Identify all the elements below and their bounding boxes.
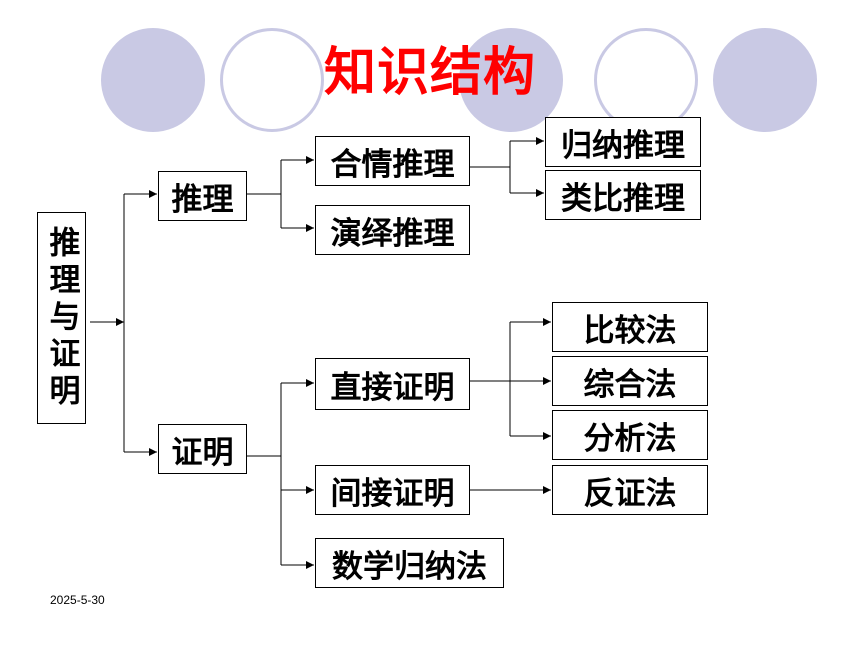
decor-circle-4: [594, 28, 698, 132]
slide-date: 2025-5-30: [50, 593, 105, 607]
node-proof: 证明: [158, 424, 247, 474]
root-node: 推理与证明: [37, 212, 86, 424]
root-node-label: 推理与证明: [43, 225, 80, 411]
node-synthesis-method: 综合法: [552, 356, 708, 406]
node-inductive-reasoning: 归纳推理: [545, 117, 701, 167]
node-direct-proof: 直接证明: [315, 358, 470, 410]
node-indirect-proof: 间接证明: [315, 465, 470, 515]
page-title: 知识结构: [323, 43, 536, 103]
decor-circle-3: [459, 28, 563, 132]
decor-circle-1: [101, 28, 205, 132]
node-contradiction-method: 反证法: [552, 465, 708, 515]
node-comparison-method: 比较法: [552, 302, 708, 352]
decor-circle-5: [713, 28, 817, 132]
node-analysis-method: 分析法: [552, 410, 708, 460]
node-plausible-reasoning: 合情推理: [315, 136, 470, 186]
decor-circle-2: [220, 28, 324, 132]
node-analogical-reasoning: 类比推理: [545, 170, 701, 220]
node-reasoning: 推理: [158, 171, 247, 221]
node-math-induction: 数学归纳法: [315, 538, 504, 588]
node-deductive-reasoning: 演绎推理: [315, 205, 470, 255]
